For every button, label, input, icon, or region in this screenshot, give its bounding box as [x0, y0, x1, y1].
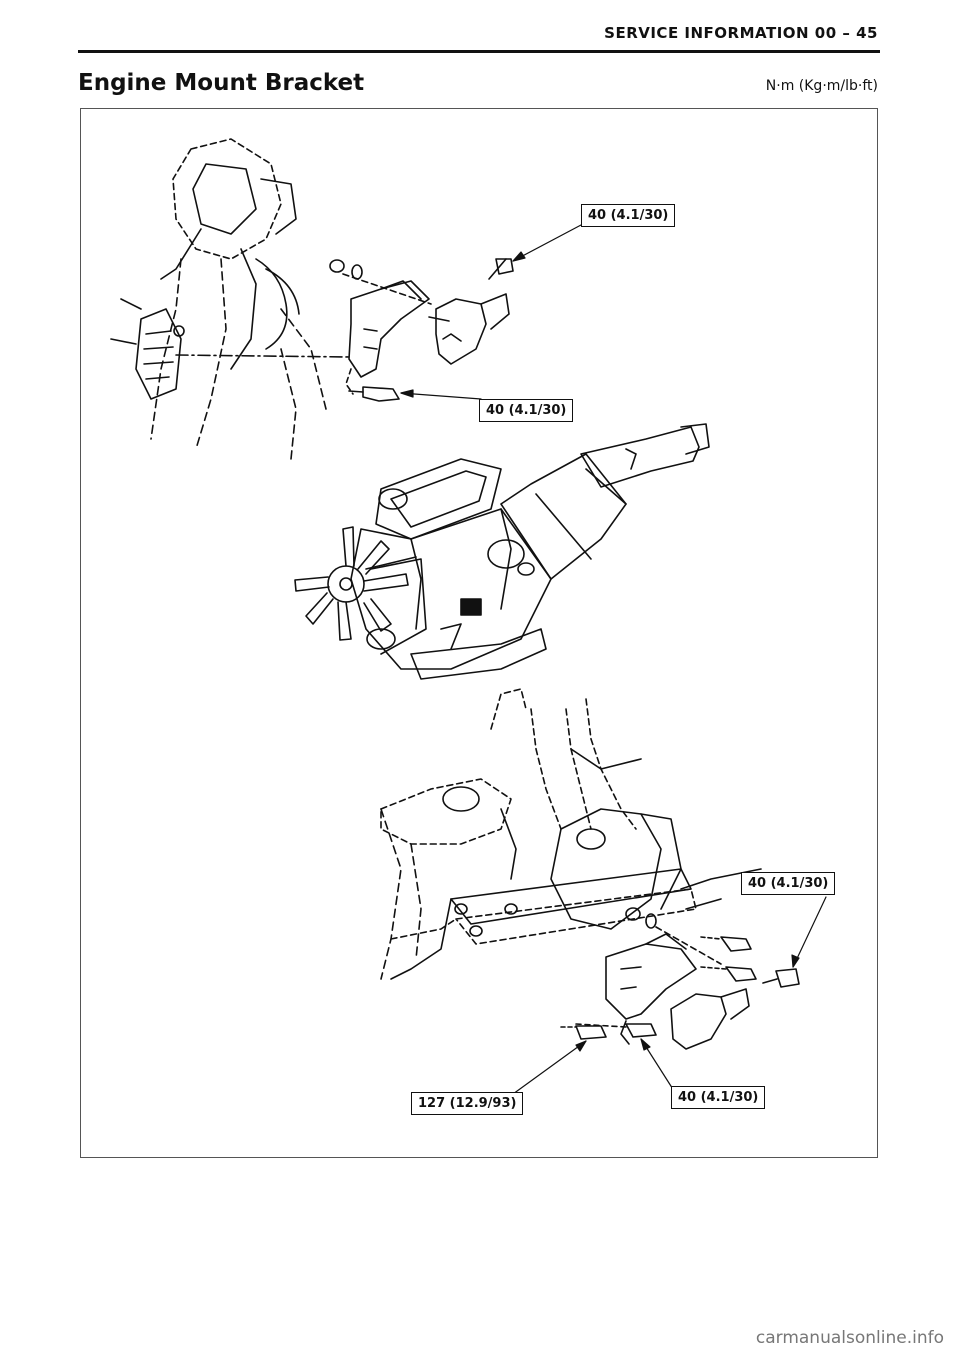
- upper-left-engine-detail: [110, 138, 352, 460]
- page-title: Engine Mount Bracket: [78, 70, 365, 96]
- header-rule: [78, 50, 880, 53]
- lower-leader-lines: [512, 896, 827, 1095]
- engine-mount-illustration: [110, 138, 827, 1095]
- torque-callout-upper-left: 40 (4.1/30): [479, 399, 574, 422]
- torque-callout-lower-middle: 40 (4.1/30): [671, 1086, 766, 1109]
- watermark: carmanualsonline.info: [755, 1328, 944, 1348]
- torque-callout-lower-right: 40 (4.1/30): [741, 872, 836, 895]
- torque-units-label: N·m (Kg·m/lb·ft): [765, 78, 878, 94]
- upper-leader-lines: [400, 224, 582, 400]
- page-header-title: SERVICE INFORMATION 00 – 45: [604, 24, 878, 42]
- lower-bracket-assembly: [560, 907, 800, 1050]
- chassis-frame: [380, 688, 762, 980]
- figure-frame: 40 (4.1/30) 40 (4.1/30) 40 (4.1/30) 127 …: [80, 108, 878, 1158]
- torque-callout-upper-right: 40 (4.1/30): [581, 204, 676, 227]
- torque-callout-lower-left: 127 (12.9/93): [411, 1092, 524, 1115]
- upper-bracket-assembly: [329, 258, 514, 402]
- engine-assembly: [294, 423, 710, 680]
